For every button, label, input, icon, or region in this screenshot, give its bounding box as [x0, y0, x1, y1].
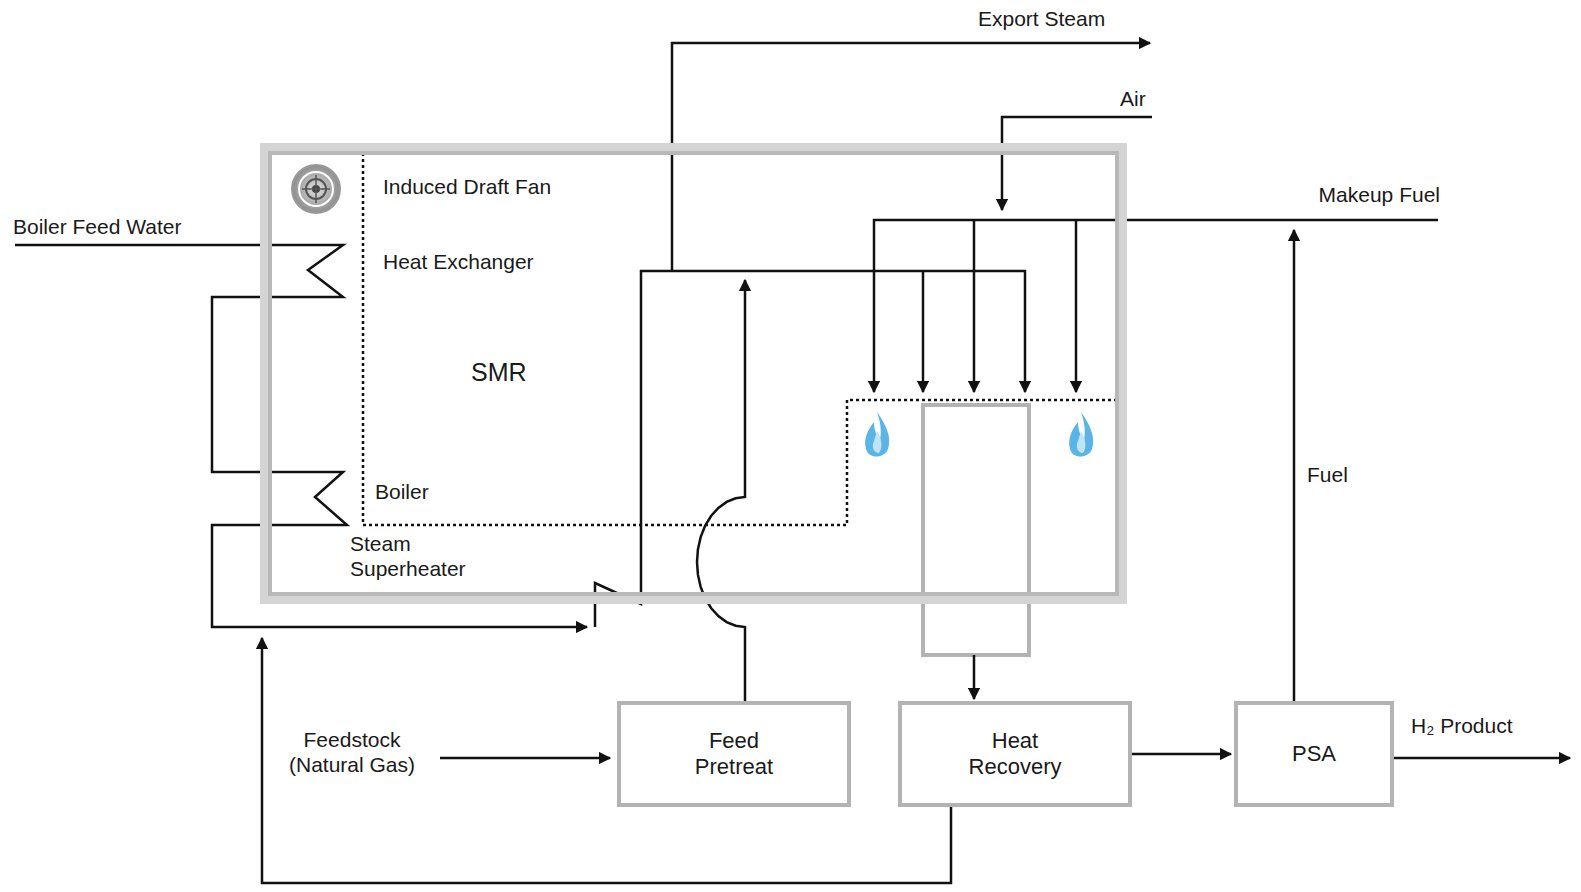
part-label: Heat Exchanger — [383, 249, 603, 274]
process-box: PSA — [1234, 701, 1394, 807]
part-label: Boiler — [375, 479, 495, 504]
part-label: Steam Superheater — [350, 531, 500, 581]
node-label: PSA — [1292, 741, 1336, 767]
stream-label: Air — [1120, 86, 1180, 111]
stream-label: Makeup Fuel — [1290, 182, 1440, 207]
flow-connector — [973, 655, 976, 699]
process-lines — [15, 43, 1570, 758]
process-box: Heat Recovery — [898, 701, 1132, 807]
flow-connector — [1132, 753, 1231, 756]
flow-connector — [697, 280, 745, 701]
stream-label: H₂ Product — [1411, 713, 1561, 738]
part-label: Induced Draft Fan — [383, 174, 603, 199]
stream-label: Feedstock (Natural Gas) — [272, 727, 432, 777]
reformer-tube — [923, 405, 1029, 655]
stream-label: Fuel — [1307, 462, 1387, 487]
process-box: Feed Pretreat — [617, 701, 851, 807]
induced-draft-fan — [292, 165, 340, 213]
node-label: Heat Recovery — [959, 728, 1071, 780]
node-label: SMR — [471, 358, 527, 387]
stream-label: Boiler Feed Water — [13, 214, 243, 239]
stream-label: Export Steam — [978, 6, 1148, 31]
flow-connector — [262, 638, 951, 883]
node-label: Feed Pretreat — [678, 728, 790, 780]
flow-connector — [1293, 230, 1296, 701]
